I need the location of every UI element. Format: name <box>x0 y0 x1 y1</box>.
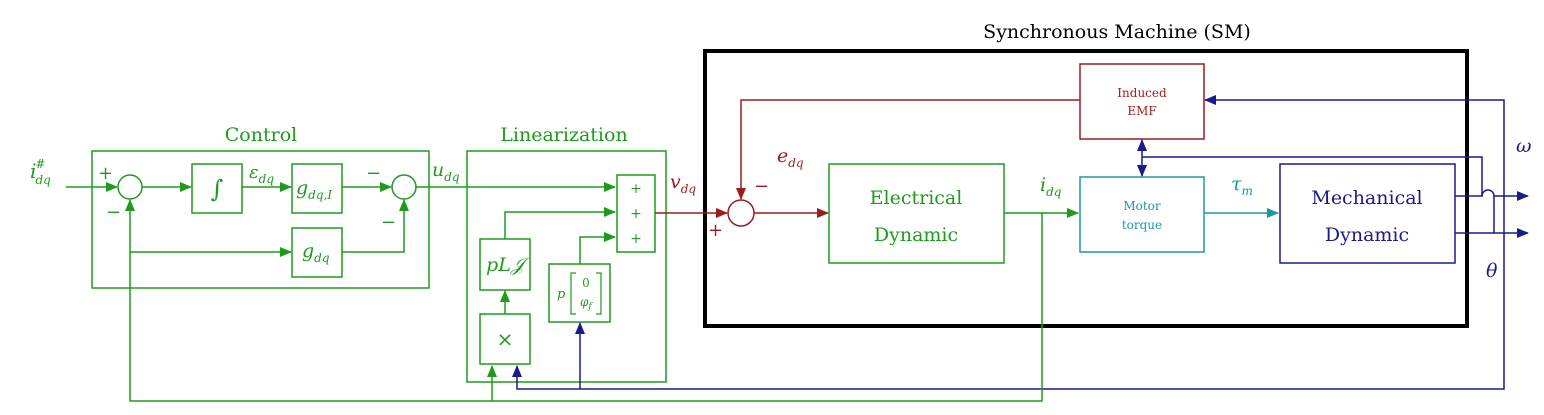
emf-sum-plus-sign: + <box>708 220 723 241</box>
linearization-sum-block <box>616 174 656 253</box>
control-title: Control <box>225 124 297 146</box>
motor-torque-block <box>1079 176 1205 253</box>
sum2-minus-bottom-sign: − <box>381 212 396 233</box>
gain-integral-block <box>291 163 343 214</box>
e-signal-label: edq <box>777 145 804 170</box>
linearization-title: Linearization <box>500 124 627 146</box>
i-signal-label: idq <box>1040 174 1062 199</box>
flux-vector-bottom: φf <box>580 295 593 312</box>
linearization-sum-plus-2: + <box>630 206 642 222</box>
sum2-minus-top-sign: − <box>366 163 381 184</box>
gain-label: gdq <box>302 240 330 265</box>
mechanical-dynamic-label-line1: Mechanical <box>1311 187 1422 209</box>
v-signal-label: vdq <box>670 171 696 196</box>
flux-vector-left-bracket <box>570 272 576 315</box>
integrator-block <box>191 163 243 214</box>
mechanical-dynamic-block <box>1279 163 1456 264</box>
product-symbol: × <box>497 327 514 351</box>
induced-emf-block <box>1079 63 1205 140</box>
motor-torque-label-line1: Motor <box>1123 199 1161 213</box>
induced-emf-label-line2: EMF <box>1127 104 1156 118</box>
motor-torque-label-line2: torque <box>1122 218 1162 232</box>
flux-vector-right-bracket <box>596 272 602 315</box>
theta-label: θ <box>1486 260 1498 282</box>
summing-junction-error <box>117 174 143 200</box>
plj-label: pL𝒥 <box>486 254 531 276</box>
summing-junction-emf <box>727 199 755 227</box>
electrical-dynamic-block <box>828 163 1005 264</box>
omega-label: ω <box>1516 135 1532 157</box>
electrical-dynamic-label-line2: Dynamic <box>874 224 958 246</box>
sum1-minus-sign: − <box>106 202 121 223</box>
emf-feedback-arrow <box>736 99 1080 200</box>
synchronous-machine-box <box>703 49 1469 328</box>
sum1-plus-sign: + <box>98 163 113 184</box>
linearization-group-box <box>466 150 667 383</box>
summing-junction-control <box>391 174 417 200</box>
linearization-sum-plus-1: + <box>630 181 642 197</box>
gain-to-sum-arrow <box>342 199 409 253</box>
theta-feedback-line-top <box>1204 95 1505 233</box>
linearization-sum-plus-3: + <box>630 231 642 247</box>
flux-vector-p: p <box>557 287 566 302</box>
tau-signal-label: τm <box>1231 173 1253 198</box>
mechanical-dynamic-label-line2: Dynamic <box>1325 224 1409 246</box>
emf-sum-minus-sign: − <box>754 176 769 197</box>
gain-integral-label: gdq,I <box>296 177 332 202</box>
induced-emf-label-line1: Induced <box>1117 86 1167 100</box>
electrical-dynamic-label-line1: Electrical <box>870 187 963 209</box>
current-feedback-line <box>125 199 1043 402</box>
control-group-box <box>91 150 430 289</box>
synchronous-machine-title: Synchronous Machine (SM) <box>983 21 1251 43</box>
reference-label: i#dq <box>30 157 51 187</box>
u-signal-label: udq <box>432 159 460 184</box>
flux-to-sum-arrow <box>579 232 616 264</box>
theta-feedback-bottom <box>512 233 1505 390</box>
flux-vector-top: 0 <box>582 276 590 290</box>
omega-feedback-to-emf <box>1142 156 1483 196</box>
error-signal-label: εdq <box>249 162 274 186</box>
integrator-symbol: ∫ <box>211 175 224 203</box>
plj-to-sum-arrow <box>504 207 616 239</box>
